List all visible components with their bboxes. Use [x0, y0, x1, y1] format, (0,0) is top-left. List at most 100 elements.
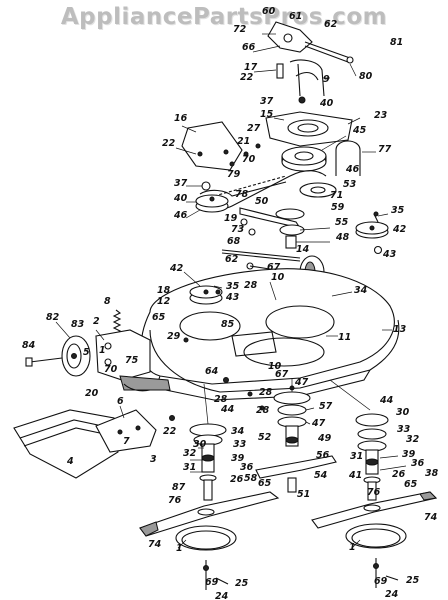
callout-c74b: 74: [148, 539, 162, 550]
callout-c28d: 28: [256, 405, 270, 416]
callout-c33b: 33: [233, 439, 247, 450]
callout-c58: 58: [244, 473, 258, 484]
idler-bracket-assembly: [252, 21, 357, 104]
callout-c18: 18: [157, 285, 171, 296]
callout-c47a: 47: [294, 377, 309, 388]
blade-adapter-right: [345, 523, 407, 588]
spindle-pulley-left: [183, 271, 223, 305]
callout-c43a: 43: [382, 249, 397, 260]
callout-c71: 71: [330, 190, 343, 201]
callout-c42b: 42: [169, 263, 184, 274]
blade-center: [255, 455, 337, 493]
callout-c49: 49: [317, 433, 332, 444]
callout-c30b: 30: [193, 439, 207, 450]
callout-c28a: 28: [244, 280, 258, 291]
callout-c69b: 69: [205, 577, 219, 588]
callout-c62b: 62: [225, 254, 239, 265]
callout-c60: 60: [262, 6, 276, 17]
callout-c22a: 22: [240, 72, 254, 83]
callout-c31a: 31: [350, 451, 363, 462]
spring: [112, 309, 122, 335]
deflector-bracket: [95, 405, 157, 453]
callout-c51: 51: [297, 489, 310, 500]
callout-c29: 29: [167, 331, 181, 342]
callout-c77: 77: [378, 144, 392, 155]
spindle-center: [273, 391, 315, 447]
callout-c19: 19: [224, 213, 238, 224]
watermark-text: AppliancePartsPros.com: [60, 4, 388, 30]
spindle-left: [189, 423, 227, 501]
callout-c7: 7: [123, 436, 130, 447]
callout-c23: 23: [374, 110, 388, 121]
callout-c87: 87: [172, 482, 186, 493]
callout-c75: 75: [125, 355, 139, 366]
callout-c38: 38: [425, 468, 439, 479]
callout-c36b: 36: [240, 462, 254, 473]
blade-adapter-left: [175, 525, 237, 590]
callout-c16: 16: [174, 113, 188, 124]
callout-c24b: 24: [215, 591, 229, 600]
callout-c8: 8: [104, 296, 111, 307]
callout-c9: 9: [323, 74, 330, 85]
callout-c1b: 1: [349, 542, 356, 553]
callout-c24a: 24: [385, 589, 399, 600]
callout-c39b: 39: [231, 453, 245, 464]
callout-c32a: 32: [406, 434, 420, 445]
wheel-bracket: [95, 329, 151, 381]
callout-c65c: 65: [404, 479, 418, 490]
callout-c53: 53: [343, 179, 357, 190]
callout-c39a: 39: [402, 449, 416, 460]
callout-c28b: 28: [214, 394, 228, 405]
callout-c22c: 22: [163, 426, 177, 437]
callout-c17: 17: [244, 62, 258, 73]
callout-c72: 72: [233, 24, 247, 35]
callout-c30a: 30: [396, 407, 410, 418]
callout-c35b: 35: [226, 281, 240, 292]
callout-c10b: 10: [268, 361, 282, 372]
callout-c32b: 32: [183, 448, 197, 459]
callout-c36a: 36: [411, 458, 425, 469]
callout-c64: 64: [205, 366, 219, 377]
callout-c41: 41: [348, 470, 362, 481]
callout-c47b: 47: [311, 418, 326, 429]
callout-c74a: 74: [424, 512, 438, 523]
discharge-deflector: [13, 409, 119, 479]
callout-c28c: 28: [259, 387, 273, 398]
callout-c73: 73: [231, 224, 245, 235]
callout-c66: 66: [242, 42, 256, 53]
belt-shield: [175, 121, 243, 171]
callout-c82: 82: [46, 312, 60, 323]
callout-c83: 83: [71, 319, 85, 330]
drive-pulley: [281, 135, 347, 172]
callout-c61: 61: [289, 11, 302, 22]
callout-c67a: 67: [267, 262, 281, 273]
callout-c56: 56: [316, 450, 330, 461]
callout-c22b: 22: [162, 138, 176, 149]
callout-c85: 85: [221, 319, 235, 330]
callout-c67b: 67: [275, 369, 289, 380]
callout-c40a: 40: [319, 98, 334, 109]
lift-rod: [221, 249, 301, 271]
callout-c84: 84: [22, 340, 36, 351]
callout-c25b: 25: [235, 578, 249, 589]
callout-c43b: 43: [225, 292, 240, 303]
callout-c27: 27: [247, 123, 261, 134]
blade-left: [139, 491, 280, 537]
idler-pulley-left: [185, 181, 229, 219]
callout-c3: 3: [150, 454, 157, 465]
blade-right: [311, 491, 438, 529]
callout-c10a: 10: [271, 272, 285, 283]
callout-c21: 21: [237, 136, 250, 147]
callout-c11: 11: [338, 332, 351, 343]
callout-c42a: 42: [392, 224, 407, 235]
callout-c33a: 33: [397, 424, 411, 435]
callout-c70b: 70: [104, 364, 118, 375]
callout-c55: 55: [335, 217, 349, 228]
callout-c34b: 34: [231, 426, 245, 437]
callout-c14: 14: [296, 244, 310, 255]
callout-c76a: 76: [367, 487, 381, 498]
callout-c80: 80: [359, 71, 373, 82]
callout-c45: 45: [352, 125, 367, 136]
